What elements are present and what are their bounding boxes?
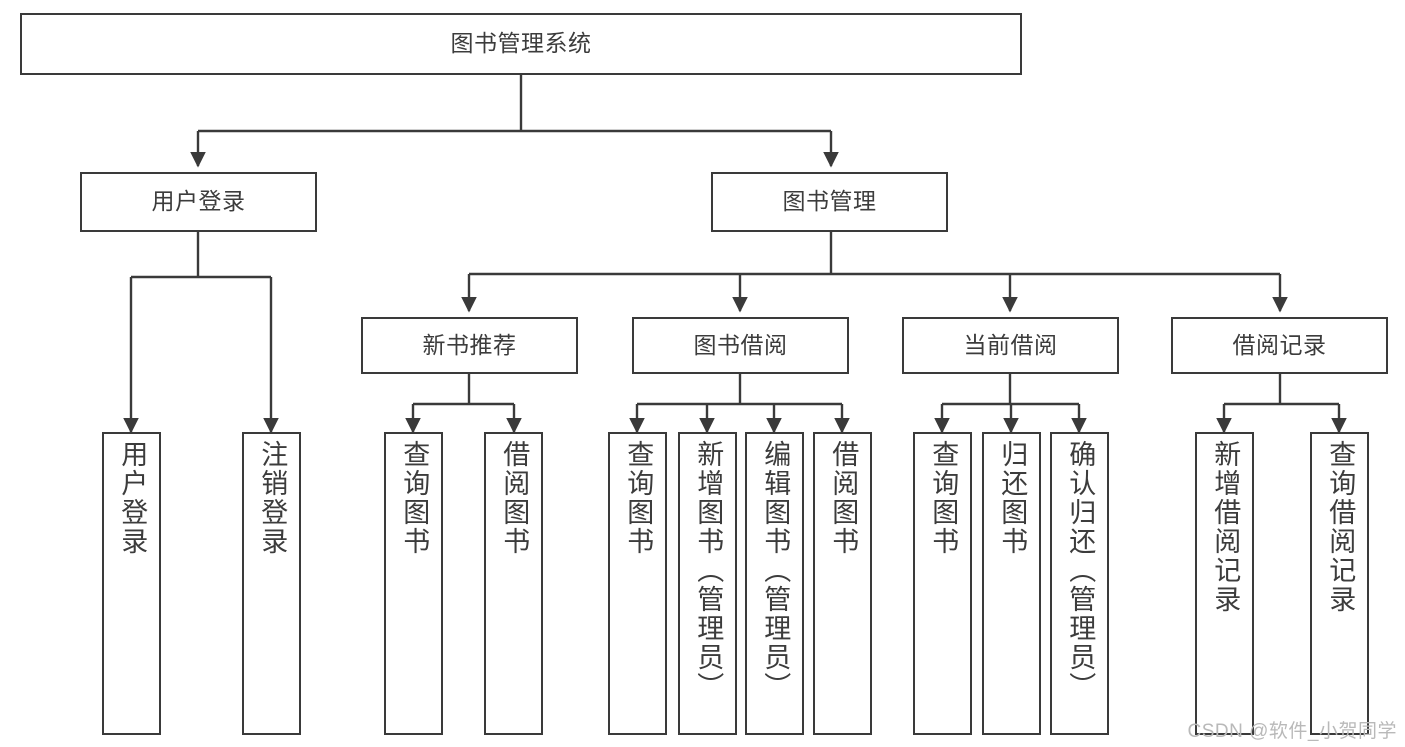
node-book-management[interactable]: 图书管理 (711, 172, 948, 232)
node-current-borrow[interactable]: 当前借阅 (902, 317, 1119, 374)
node-borrow-record[interactable]: 借阅记录 (1171, 317, 1388, 374)
node-label: 新增图书（管理员） (693, 440, 724, 701)
leaf-query-book-borrow[interactable]: 查询图书 (608, 432, 667, 735)
node-label: 新增借阅记录 (1210, 440, 1241, 614)
node-label: 图书借阅 (693, 331, 788, 358)
node-label: 查询图书 (399, 440, 430, 556)
node-label: 新书推荐 (422, 331, 517, 358)
leaf-user-logout[interactable]: 注销登录 (242, 432, 301, 735)
node-label: 图书管理 (782, 188, 877, 215)
csdn-watermark: CSDN @软件_小贺同学 (1187, 721, 1397, 742)
leaf-query-book-recommend[interactable]: 查询图书 (384, 432, 443, 735)
node-label: 借阅图书 (828, 440, 859, 556)
node-label: 当前借阅 (963, 331, 1058, 358)
leaf-return-book[interactable]: 归还图书 (982, 432, 1041, 735)
node-label: 编辑图书（管理员） (760, 440, 791, 701)
node-label: 注销登录 (257, 440, 288, 556)
leaf-query-book-current[interactable]: 查询图书 (913, 432, 972, 735)
leaf-borrow-book-recommend[interactable]: 借阅图书 (484, 432, 543, 735)
node-label: 查询图书 (928, 440, 959, 556)
node-user-login[interactable]: 用户登录 (80, 172, 317, 232)
leaf-borrow-book[interactable]: 借阅图书 (813, 432, 872, 735)
node-book-borrow[interactable]: 图书借阅 (632, 317, 849, 374)
node-label: 借阅记录 (1232, 331, 1327, 358)
leaf-query-borrow-record[interactable]: 查询借阅记录 (1310, 432, 1369, 735)
node-label: 借阅图书 (499, 440, 530, 556)
node-root-system[interactable]: 图书管理系统 (20, 13, 1022, 75)
node-label: 查询图书 (623, 440, 654, 556)
node-label: 用户登录 (117, 440, 148, 556)
leaf-add-borrow-record[interactable]: 新增借阅记录 (1195, 432, 1254, 735)
node-label: 用户登录 (151, 188, 246, 215)
node-label: 归还图书 (997, 440, 1028, 556)
node-label: 图书管理系统 (450, 30, 592, 57)
node-label: 查询借阅记录 (1325, 440, 1356, 614)
leaf-add-book[interactable]: 新增图书（管理员） (678, 432, 737, 735)
node-new-book-recommend[interactable]: 新书推荐 (361, 317, 578, 374)
leaf-confirm-return[interactable]: 确认归还（管理员） (1050, 432, 1109, 735)
node-label: 确认归还（管理员） (1065, 440, 1096, 701)
leaf-edit-book[interactable]: 编辑图书（管理员） (745, 432, 804, 735)
leaf-user-login[interactable]: 用户登录 (102, 432, 161, 735)
